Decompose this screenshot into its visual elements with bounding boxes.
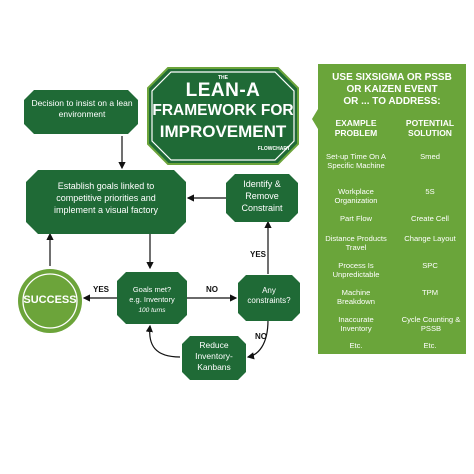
goals-box-text: Establish goals linked to competitive pr… (53, 181, 159, 215)
success-text: SUCCESS (23, 294, 77, 306)
table-row-7-problem: Inaccurate Inventory (338, 315, 374, 333)
constraints-box-text: Any constraints? (247, 286, 291, 305)
edge-label-yes-up: YES (250, 250, 267, 259)
table-row-2-problem: Workplace Organization (334, 187, 378, 205)
decision-box-shape (24, 90, 138, 134)
panel-col2-header-1: POTENTIAL (405, 118, 455, 128)
table-row-3-problem: Part Flow (339, 214, 373, 223)
table-row-1-solution: Smed (420, 152, 440, 161)
title-line3: IMPROVEMENT (159, 122, 287, 141)
edge-label-no-down: NO (255, 332, 267, 341)
table-row-8-problem: Etc. (349, 341, 363, 350)
table-row-5-problem: Process Is Unpredictable (332, 261, 380, 279)
table-row-4-problem: Distance Products Travel (325, 234, 387, 252)
title-sub: FLOWCHART (257, 146, 290, 152)
table-row-6-problem: Machine Breakdown (337, 288, 375, 306)
panel-heading-line3: OR ... TO ADDRESS: (343, 96, 441, 107)
table-row-6-solution: TPM (421, 288, 439, 297)
goalsmet-title: Goals met? (132, 285, 172, 294)
table-row-1-problem: Set-up Time On A Specific Machine (326, 152, 386, 170)
title-line2: FRAMEWORK FOR (152, 102, 294, 119)
identify-box-shape (226, 174, 298, 222)
table-row-7-solution: Cycle Counting & PSSB (401, 315, 461, 333)
table-row-4-solution: Change Layout (404, 234, 456, 243)
goalsmet-turns: 100 turns (138, 307, 166, 314)
right-panel-shape (312, 64, 466, 354)
edge-label-no-right: NO (206, 285, 218, 294)
constraints-box-shape (238, 275, 300, 321)
reduce-box-shape (182, 336, 246, 380)
panel-col1-header-1: EXAMPLE (335, 118, 377, 128)
table-row-3-solution: Create Cell (411, 214, 449, 223)
goalsmet-box-shape (117, 272, 187, 324)
title-pre: THE (218, 75, 228, 81)
title-line1: LEAN-A (185, 80, 261, 101)
goalsmet-example: e.g. Inventory (129, 295, 175, 304)
decision-box-text: Decision to insist on a lean environment (31, 98, 133, 119)
table-row-8-solution: Etc. (423, 341, 437, 350)
panel-col1-header-2: PROBLEM (334, 128, 378, 138)
arrow-constraints-to-reduce (246, 319, 269, 360)
success-circle-shape (18, 269, 82, 333)
panel-col2-header-2: SOLUTION (408, 128, 452, 138)
panel-heading-line2: OR KAIZEN EVENT (346, 84, 438, 95)
title-badge-shape (147, 67, 299, 165)
reduce-box-text: Reduce Inventory-Kanbans (195, 340, 233, 372)
panel-heading-line1: USE SIXSIGMA OR PSSB (332, 72, 452, 83)
arrow-reduce-to-goalsmet (145, 324, 181, 358)
edge-label-yes-left: YES (93, 285, 110, 294)
goals-box-shape (26, 170, 186, 234)
table-row-2-solution: 5S (425, 187, 435, 196)
table-row-5-solution: SPC (422, 261, 438, 270)
identify-box-text: Identify & Remove Constraint (241, 179, 283, 213)
